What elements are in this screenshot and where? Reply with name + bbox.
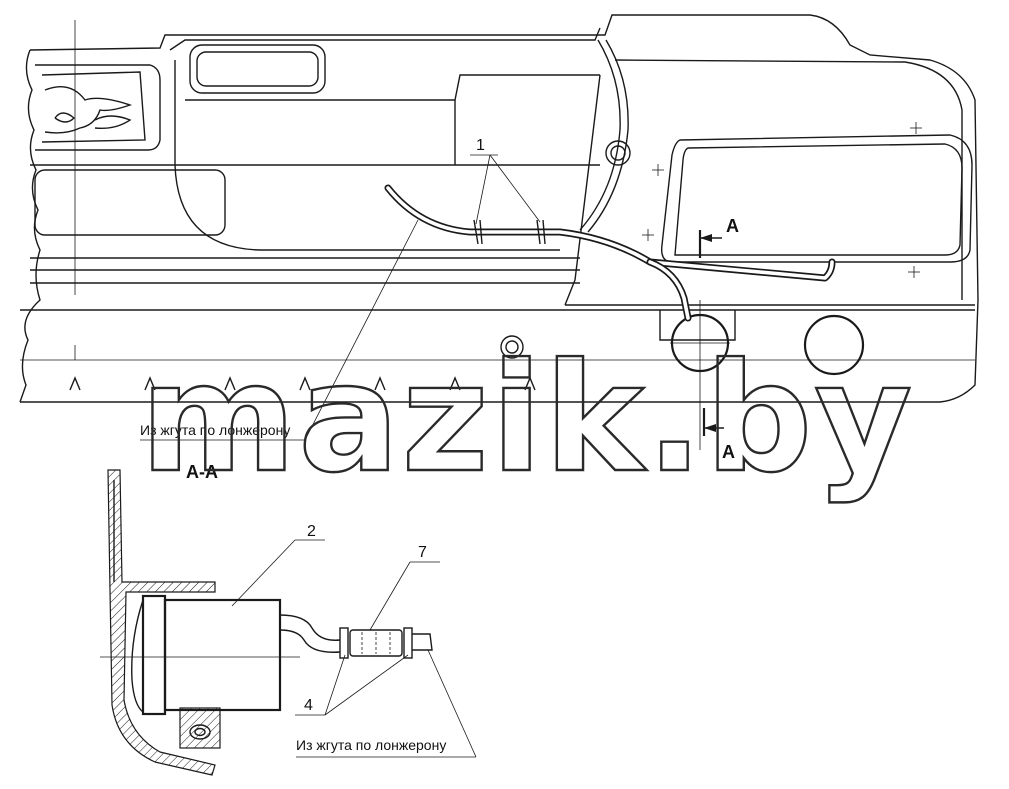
callout-7: 7 xyxy=(418,544,427,561)
socket-flange xyxy=(141,594,167,716)
right-window xyxy=(660,134,973,263)
weld-marks xyxy=(69,376,536,391)
watermark: mazik.by xyxy=(140,332,914,506)
socket-body xyxy=(163,598,282,712)
section-label-top: A xyxy=(726,216,739,236)
section-marker-top xyxy=(698,230,722,258)
note-top: Из жгута по лонжерону xyxy=(140,422,290,438)
section-marker-bottom xyxy=(702,408,724,436)
section-label-bottom: A xyxy=(722,442,735,462)
fastener-marks xyxy=(642,122,922,278)
step-detail xyxy=(35,64,161,151)
frame-outline xyxy=(20,14,979,403)
bracket-profile xyxy=(107,469,216,776)
callout-1: 1 xyxy=(476,137,485,154)
bolt-top xyxy=(605,140,631,166)
callout-1-leader xyxy=(470,154,541,225)
upper-view: 1 Из жгута по лонжерону A A xyxy=(19,14,979,462)
note-bottom: Из жгута по лонжерону xyxy=(296,737,446,753)
wiring-harness xyxy=(384,39,836,322)
connector-7 xyxy=(349,629,403,657)
top-slot xyxy=(189,44,326,94)
socket-circle-right xyxy=(803,314,865,376)
section-view: 2 7 4 Из жгута по лонжерону xyxy=(100,469,477,776)
bolt-bottom xyxy=(500,335,524,359)
callout-4: 4 xyxy=(304,697,313,714)
socket-cable xyxy=(279,614,433,659)
section-title: A-A xyxy=(186,462,218,482)
callout-2: 2 xyxy=(307,523,316,540)
